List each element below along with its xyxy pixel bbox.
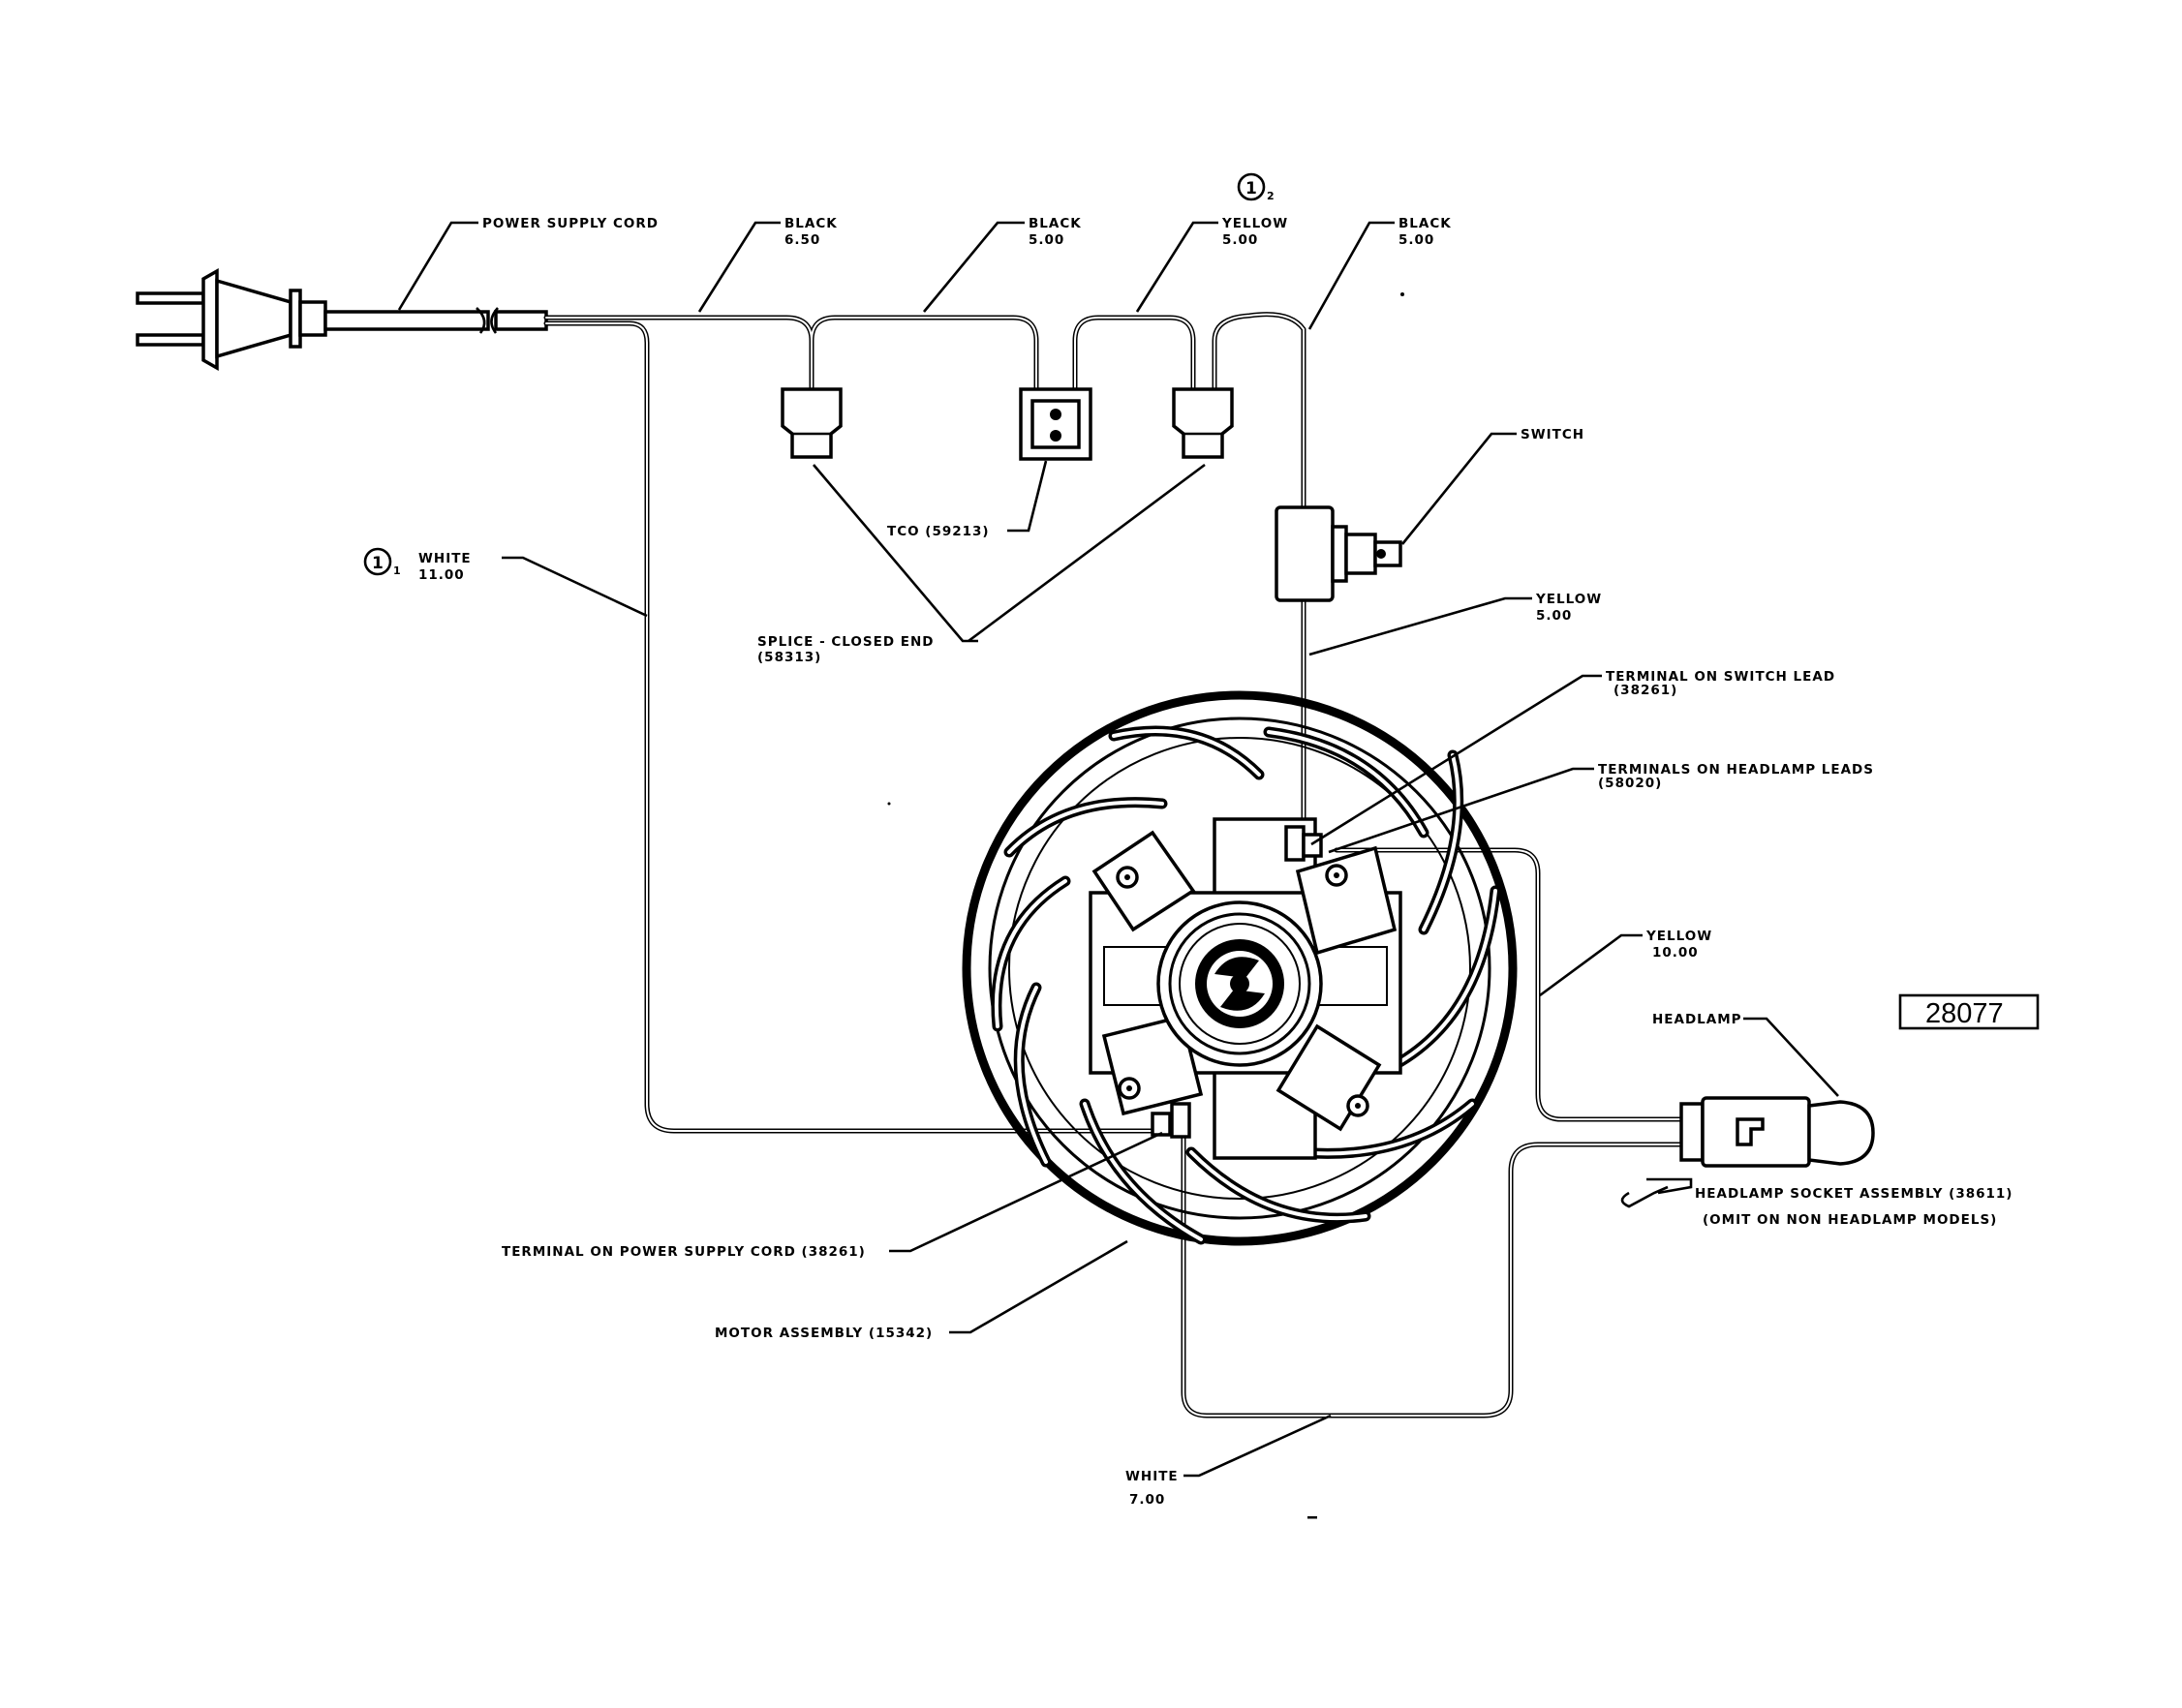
wire-cores: [545, 313, 1682, 1417]
label-terminal-power-cord: TERMINAL ON POWER SUPPLY CORD (38261): [502, 1244, 866, 1260]
motor-assembly: [962, 690, 1518, 1246]
label-terminals-headlamp-leads-line1: TERMINALS ON HEADLAMP LEADS: [1598, 762, 1874, 778]
splice-closed-end-right: [1172, 387, 1234, 459]
label-yellow-5-00-color: YELLOW: [1221, 216, 1288, 231]
label-headlamp-socket-line1: HEADLAMP SOCKET ASSEMBLY (38611): [1695, 1186, 2013, 1202]
label-headlamp-socket-line2: (OMIT ON NON HEADLAMP MODELS): [1703, 1212, 1997, 1228]
headlamp-bulb: [1807, 1100, 1875, 1166]
label-terminal-switch-lead-line2: (38261): [1613, 683, 1677, 698]
brush-holder-bottom-left: [1101, 1014, 1204, 1116]
label-headlamp: HEADLAMP: [1652, 1012, 1742, 1027]
label-black-5-00-b-color: BLACK: [1398, 216, 1452, 231]
brush-holder-bottom-right: [1275, 1023, 1382, 1132]
label-black-6-50-length: 6.50: [784, 232, 820, 248]
leader-lines: [397, 221, 1839, 1478]
label-yellow-5-00-b-length: 5.00: [1536, 608, 1572, 624]
note-1-marker: 1 1: [363, 547, 401, 577]
brush-holder-top-left: [1091, 830, 1196, 932]
label-splice-line1: SPLICE - CLOSED END: [757, 634, 934, 650]
label-white-7-00-length: 7.00: [1129, 1492, 1165, 1508]
label-tco: TCO (59213): [887, 524, 990, 539]
label-motor-assembly: MOTOR ASSEMBLY (15342): [715, 1326, 933, 1341]
headlamp-socket-assembly: [1620, 1096, 1811, 1208]
label-black-5-00-b-length: 5.00: [1398, 232, 1434, 248]
label-splice-line2: (58313): [757, 650, 821, 665]
part-number: 28077: [1925, 998, 2004, 1029]
label-black-5-00-color: BLACK: [1029, 216, 1082, 231]
svg-text:1: 1: [393, 564, 401, 577]
tco-thermal-cutoff: [1019, 387, 1092, 461]
part-number-box: 28077: [1898, 993, 2040, 1030]
label-yellow-10-00-color: YELLOW: [1645, 929, 1712, 944]
label-black-6-50-color: BLACK: [784, 216, 838, 231]
brush-holder-top-right: [1295, 845, 1398, 956]
power-plug: [136, 267, 490, 372]
svg-text:2: 2: [1267, 190, 1275, 202]
labels: POWER SUPPLY CORD BLACK 6.50 BLACK 5.00 …: [363, 172, 2013, 1508]
label-power-supply-cord: POWER SUPPLY CORD: [482, 216, 659, 231]
scan-specks: [887, 292, 1404, 1519]
label-yellow-5-00-length: 5.00: [1222, 232, 1258, 248]
label-white-7-00-color: WHITE: [1125, 1469, 1179, 1484]
svg-text:1: 1: [372, 554, 384, 573]
label-black-5-00-length: 5.00: [1029, 232, 1064, 248]
switch: [1275, 505, 1402, 602]
label-white-11-00-color: WHITE: [418, 551, 472, 566]
svg-text:1: 1: [1245, 179, 1257, 198]
cord-segment: [490, 307, 548, 334]
label-yellow-10-00-length: 10.00: [1652, 945, 1699, 961]
note-2-marker: 1 2: [1237, 172, 1275, 202]
splice-closed-end-left: [781, 387, 843, 459]
label-terminals-headlamp-leads-line2: (58020): [1598, 776, 1662, 791]
label-terminal-switch-lead-line1: TERMINAL ON SWITCH LEAD: [1606, 669, 1835, 685]
fan-blades: [991, 725, 1501, 1245]
label-yellow-5-00-b-color: YELLOW: [1535, 592, 1602, 607]
label-switch: SWITCH: [1521, 427, 1584, 442]
label-white-11-00-length: 11.00: [418, 567, 465, 583]
